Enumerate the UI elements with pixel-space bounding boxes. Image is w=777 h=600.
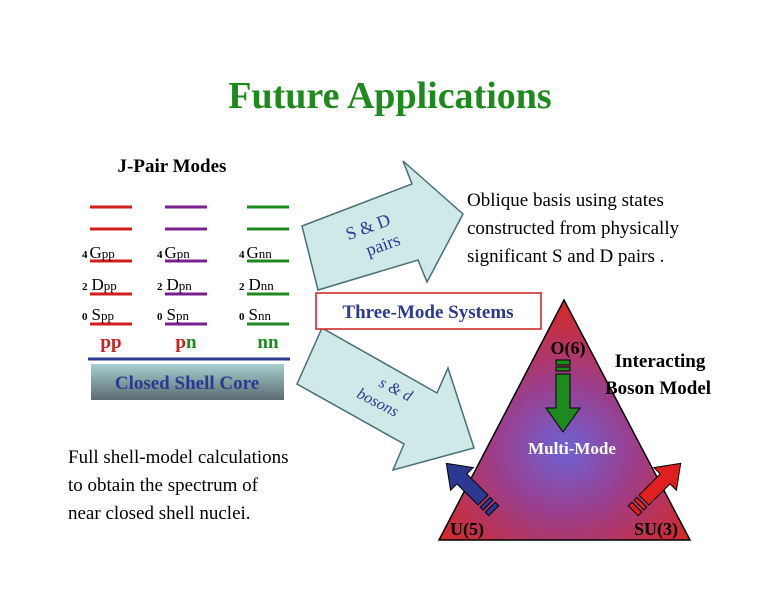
column-label-pp: pp (100, 332, 121, 353)
oblique-text-line2: constructed from physically (467, 218, 680, 239)
full-shell-text-line2: to obtain the spectrum of (68, 475, 259, 496)
triangle-left-label: U(5) (450, 519, 484, 540)
three-mode-label: Three-Mode Systems (342, 302, 513, 323)
page-title: Future Applications (228, 75, 551, 117)
ibm-label-line2: Boson Model (605, 378, 711, 399)
oblique-text-line3: significant S and D pairs . (467, 246, 664, 267)
triangle-center-label: Multi-Mode (528, 439, 616, 458)
arrow-sd-bosons: s & d bosons (297, 328, 474, 470)
column-label-nn: nn (257, 332, 279, 353)
full-shell-text-line3: near closed shell nuclei. (68, 503, 251, 524)
ibm-label-line1: Interacting (615, 351, 706, 372)
oblique-text-line1: Oblique basis using states (467, 190, 664, 211)
triangle-top-label: O(6) (551, 338, 586, 359)
full-shell-text-line1: Full shell-model calculations (68, 447, 289, 468)
column-label-pn: pn (175, 332, 197, 353)
ibm-triangle: Multi-Mode O(6) U(5) SU(3) (435, 300, 692, 540)
closed-shell-core-label: Closed Shell Core (115, 373, 259, 394)
triangle-right-label: SU(3) (634, 519, 678, 540)
jpair-heading: J-Pair Modes (118, 156, 227, 177)
arrow-sd-pairs: S & D pairs (302, 161, 463, 290)
